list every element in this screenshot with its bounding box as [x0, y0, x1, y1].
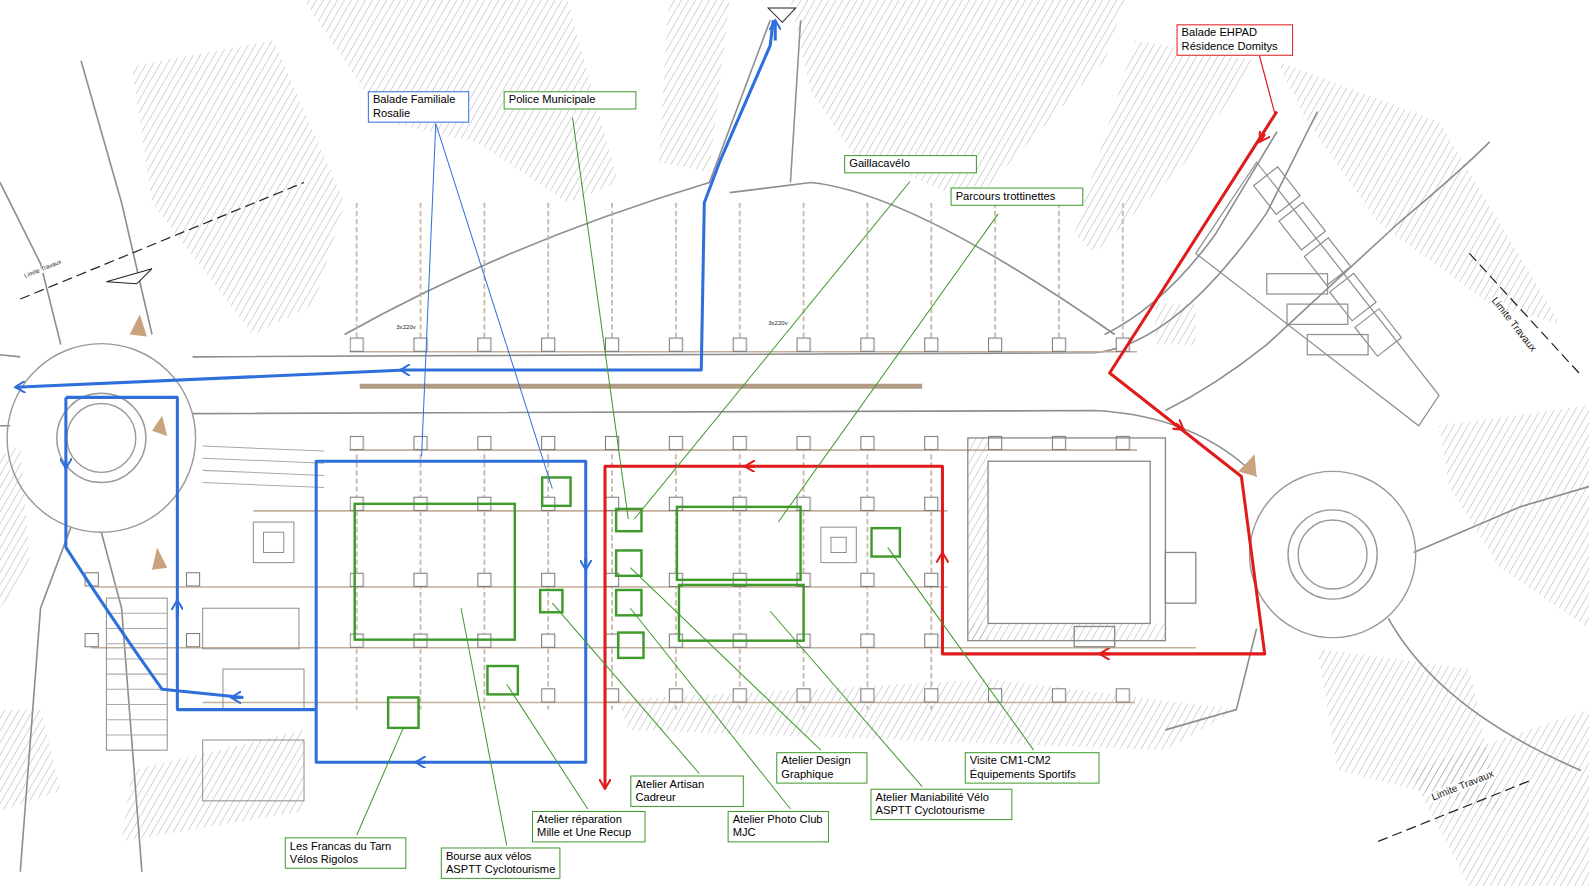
activity-label: Parcours trottinettes	[951, 188, 1084, 206]
label-text: Les Francas du Tarn Vélos Rigolos	[290, 839, 401, 866]
label-text: Parcours trottinettes	[956, 190, 1079, 203]
label-text: Atelier Artisan Cadreur	[635, 778, 738, 805]
activity-label: Les Francas du Tarn Vélos Rigolos	[285, 837, 407, 869]
label-text: Atelier Photo Club MJC	[733, 813, 824, 840]
activity-label: Atelier réparation Mille et Une Recup	[532, 811, 645, 843]
activity-label: Police Municipale	[504, 91, 637, 109]
work-limit: Limite Travaux	[22, 258, 63, 280]
label-text: Balade EHPAD Résidence Domitys	[1182, 26, 1288, 53]
activity-label: Gaillacavélo	[844, 155, 977, 173]
label-text: Atelier Design Graphique	[781, 754, 862, 781]
label-text: Visite CM1-CM2 Équipements Sportifs	[970, 754, 1095, 781]
label-text: Police Municipale	[509, 93, 632, 106]
label-text: Atelier réparation Mille et Une Recup	[537, 813, 640, 840]
label-text: Atelier Maniabilité Vélo ASPTT Cyclotour…	[876, 791, 1008, 818]
activity-label: Atelier Artisan Cadreur	[630, 776, 743, 808]
power-note: 3x220v	[767, 320, 789, 327]
label-text: Gaillacavélo	[849, 157, 972, 170]
activity-label: Bourse aux vélos ASPTT Cyclotourisme	[441, 847, 561, 879]
label-text: Balade Familiale Rosalie	[373, 93, 464, 120]
route-label: Balade Familiale Rosalie	[368, 91, 469, 123]
activity-label: Visite CM1-CM2 Équipements Sportifs	[965, 752, 1100, 784]
power-note: 3x220v	[395, 324, 417, 331]
activity-label: Atelier Maniabilité Vélo ASPTT Cyclotour…	[871, 789, 1013, 821]
route-label: Balade EHPAD Résidence Domitys	[1177, 24, 1294, 56]
label-text: Bourse aux vélos ASPTT Cyclotourisme	[446, 850, 555, 877]
activity-label: Atelier Design Graphique	[776, 752, 867, 784]
activity-label: Atelier Photo Club MJC	[728, 811, 829, 843]
